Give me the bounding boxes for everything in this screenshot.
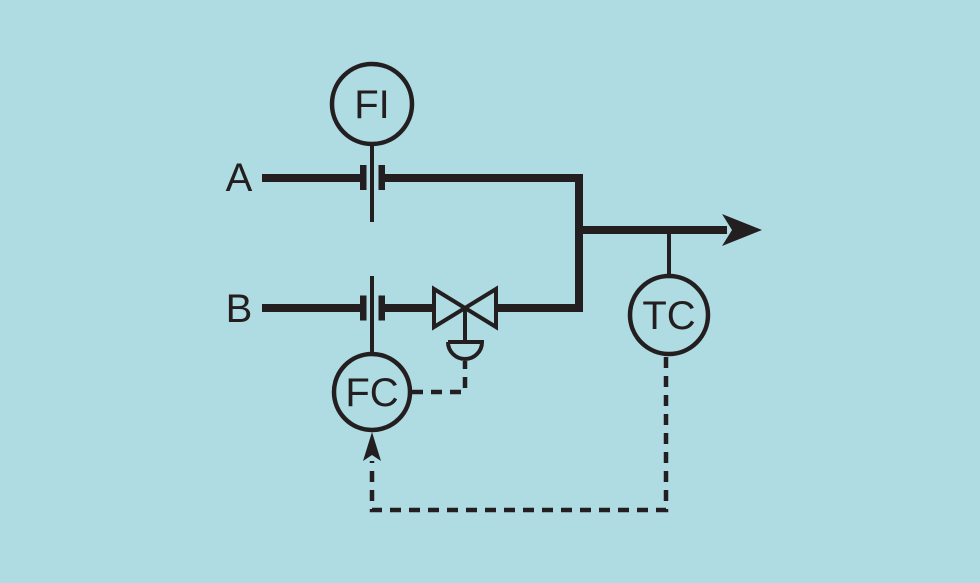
- flow-arrow-icon: [722, 214, 762, 246]
- valve-actuator-diaphragm-icon: [446, 340, 485, 361]
- orifice-plate-b-icon: [360, 295, 385, 321]
- instrument-bubble-fc: FC: [331, 351, 413, 433]
- fc-tag-label: FC: [345, 371, 398, 415]
- stream-b-label: B: [226, 287, 253, 331]
- instrument-bubble-fi: FI: [329, 61, 415, 147]
- signal-arrow-icon: [363, 432, 381, 461]
- product-line: [579, 214, 762, 246]
- stream-a-label: A: [226, 156, 253, 200]
- control-valve-icon: [432, 285, 498, 361]
- orifice-plate-a-icon: [360, 165, 385, 190]
- fi-tag-label: FI: [354, 83, 390, 127]
- instrument-bubble-tc: TC: [627, 273, 711, 357]
- tc-tag-label: TC: [642, 294, 695, 338]
- tc-to-fc-signal-line: [369, 357, 669, 513]
